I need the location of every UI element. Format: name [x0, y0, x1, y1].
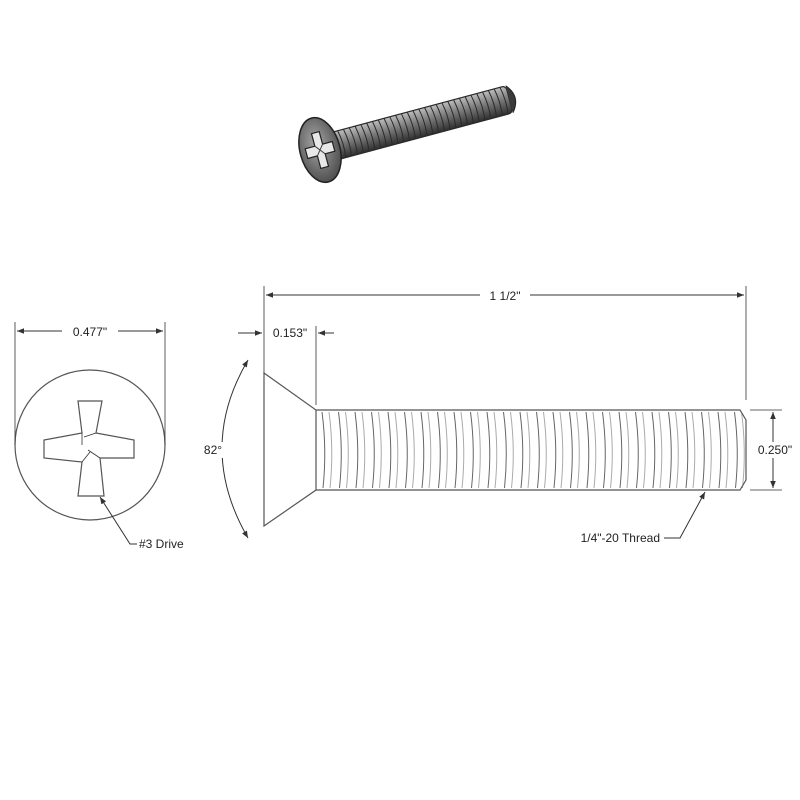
screw-side-view: 1 1/2" 0.153" 82° 0.250" 1/4"-20 Thread [200, 286, 796, 545]
head-end-view: 0.477" #3 Drive [14, 322, 184, 551]
length-label: 1 1/2" [490, 289, 521, 303]
drive-leader [99, 496, 137, 545]
phillips-recess [43, 400, 135, 497]
head-height-label: 0.153" [273, 326, 307, 340]
head-diameter-label: 0.477" [73, 325, 107, 339]
screw-3d-render [298, 85, 517, 184]
shank-outline [316, 409, 747, 491]
thread-callout: 1/4"-20 Thread [581, 531, 660, 545]
thread-leader [664, 491, 706, 539]
drive-callout: #3 Drive [139, 537, 184, 551]
thread-profile [321, 411, 745, 489]
thread-diameter-label: 0.250" [758, 443, 792, 457]
angle-label: 82° [204, 443, 222, 457]
countersunk-head [263, 371, 317, 528]
